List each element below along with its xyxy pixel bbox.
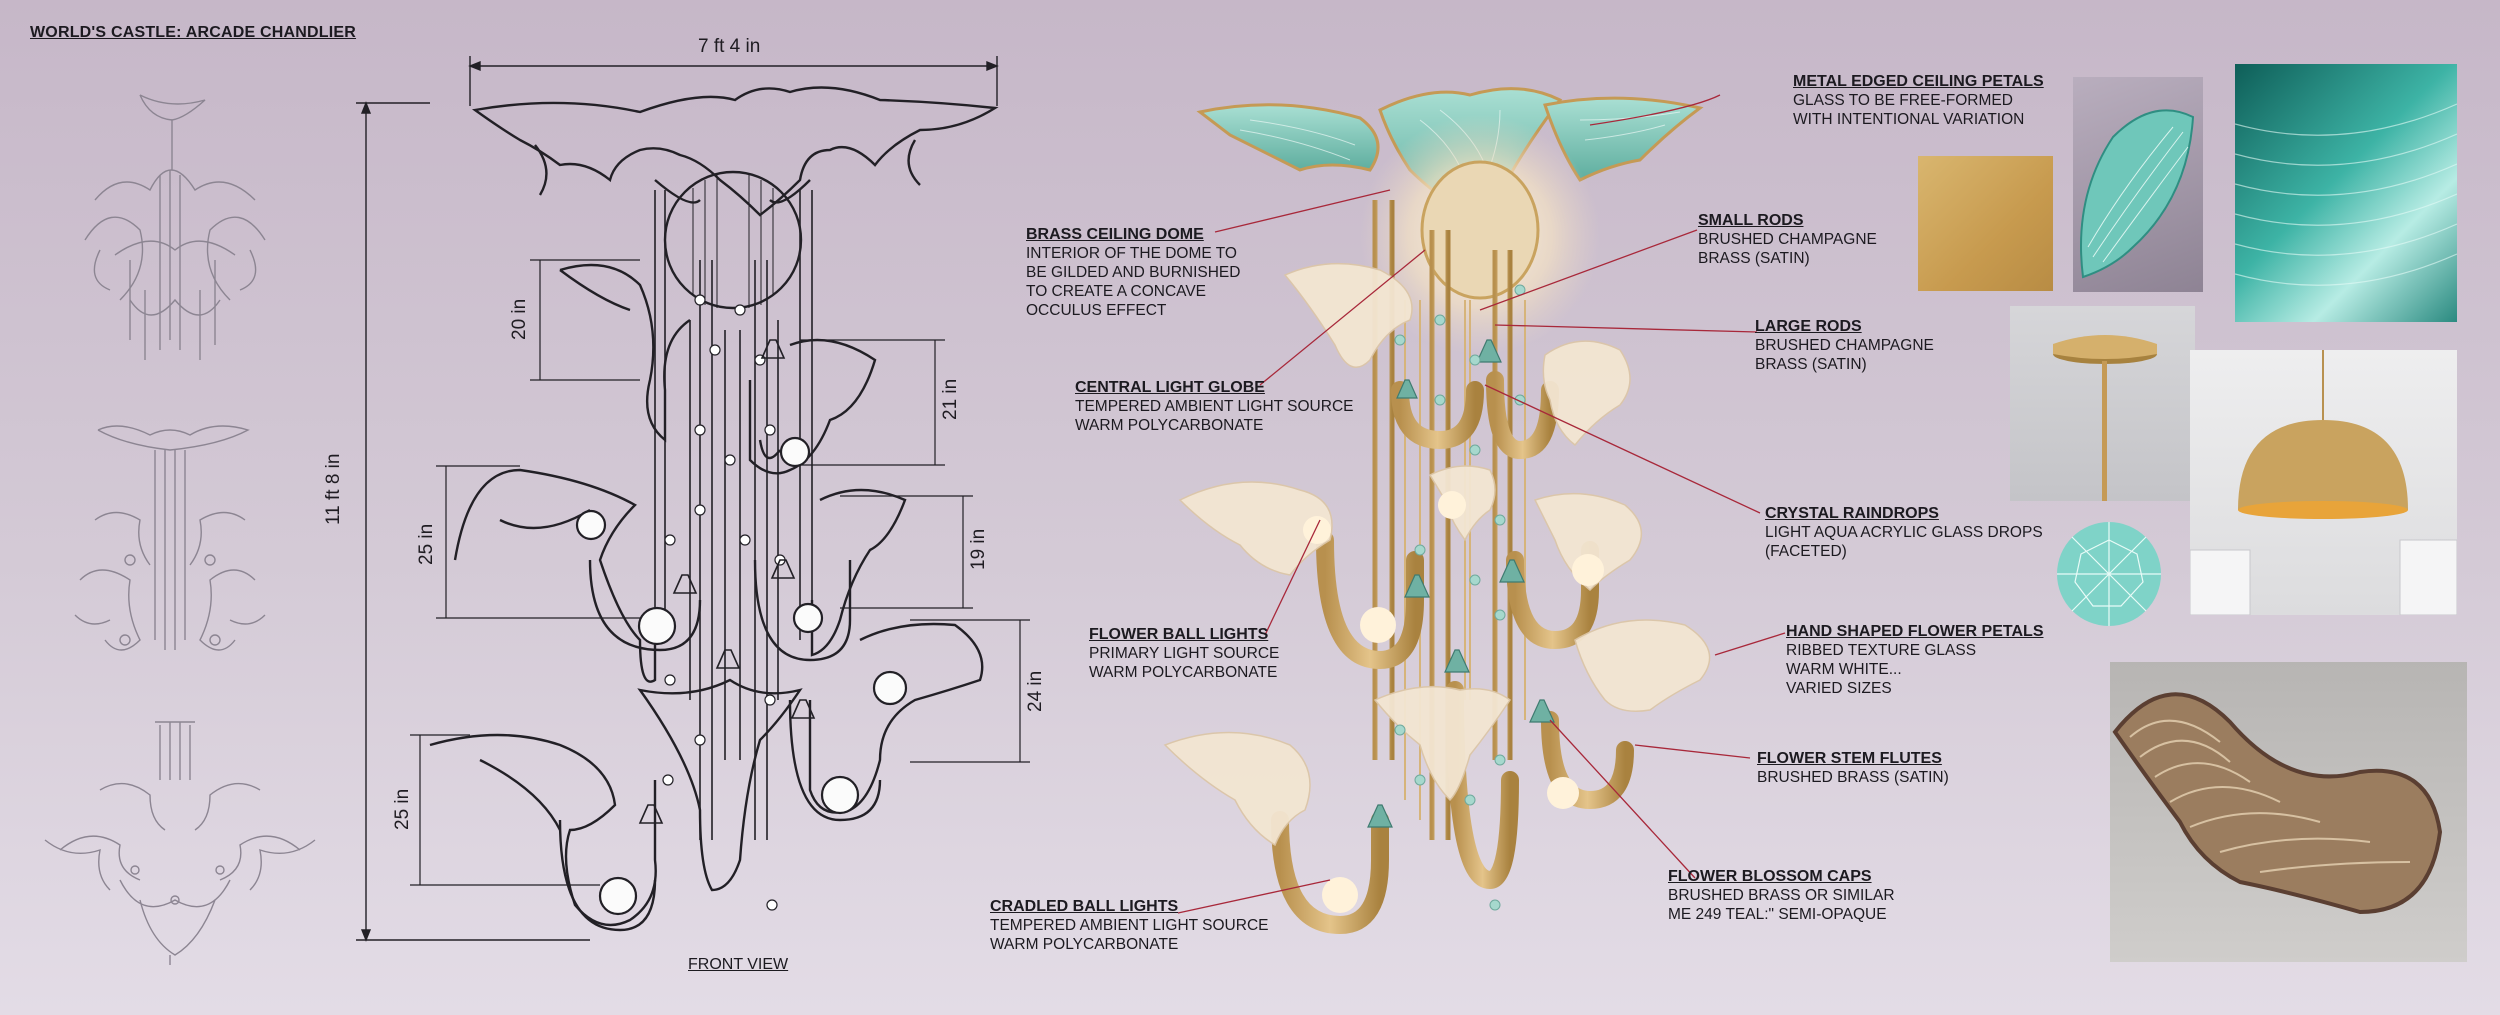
callout-body: TEMPERED AMBIENT LIGHT SOURCE WARM POLYC… [990,917,1269,953]
brass-ceiling-canopy-photo [2010,306,2195,501]
callout-title: BRASS CEILING DOME [1026,226,1204,243]
callout-body: BRUSHED CHAMPAGNE BRASS (SATIN) [1698,231,1877,267]
width-dimension-label: 7 ft 4 in [698,36,761,57]
brass-dome-pendant-photo [2190,350,2457,615]
callout-title: FLOWER STEM FLUTES [1757,750,1942,767]
callout-flower-ball-lights: FLOWER BALL LIGHTS PRIMARY LIGHT SOURCE … [1089,626,1279,682]
callout-title: FLOWER BALL LIGHTS [1089,626,1269,643]
front-view-label: FRONT VIEW [688,956,789,973]
callout-title: SMALL RODS [1698,212,1804,229]
callout-brass-ceiling-dome: BRASS CEILING DOME INTERIOR OF THE DOME … [1026,226,1240,320]
callout-body: PRIMARY LIGHT SOURCE WARM POLYCARBONATE [1089,645,1280,681]
callout-body: INTERIOR OF THE DOME TO BE GILDED AND BU… [1026,245,1241,319]
width-dimension-line [468,56,999,106]
callout-title: LARGE RODS [1755,318,1862,335]
callout-title: METAL EDGED CEILING PETALS [1793,73,2044,90]
callout-body: BRUSHED CHAMPAGNE BRASS (SATIN) [1755,337,1934,373]
teal-petal-photo [2073,77,2203,292]
callout-hand-shaped-flower-petals: HAND SHAPED FLOWER PETALS RIBBED TEXTURE… [1786,623,2043,698]
callout-central-light-globe: CENTRAL LIGHT GLOBE TEMPERED AMBIENT LIG… [1075,379,1353,435]
teal-glass-closeup-photo [2235,64,2457,322]
callout-body: TEMPERED AMBIENT LIGHT SOURCE WARM POLYC… [1075,398,1354,434]
crystal-raindrop-photo [2055,520,2163,628]
callout-title: HAND SHAPED FLOWER PETALS [1786,623,2044,640]
callout-large-rods: LARGE RODS BRUSHED CHAMPAGNE BRASS (SATI… [1755,318,1934,374]
brushed-brass-swatch [1918,156,2053,291]
thumbnail-sketch-3 [44,721,316,965]
callout-crystal-raindrops: CRYSTAL RAINDROPS LIGHT AQUA ACRYLIC GLA… [1765,505,2043,561]
callout-title: CRYSTAL RAINDROPS [1765,505,1939,522]
height-dimension-line [356,101,590,942]
page-title: WORLD'S CASTLE: ARCADE CHANDLIER [30,24,357,41]
callout-title: FLOWER BLOSSOM CAPS [1668,868,1872,885]
thumbnail-sketch-2 [74,425,266,651]
thumbnail-sketch-1 [84,94,266,360]
callout-flower-blossom-caps: FLOWER BLOSSOM CAPS BRUSHED BRASS OR SIM… [1668,868,1895,924]
callout-metal-edged-ceiling-petals: METAL EDGED CEILING PETALS GLASS TO BE F… [1793,73,2044,129]
callout-cradled-ball-lights: CRADLED BALL LIGHTS TEMPERED AMBIENT LIG… [990,898,1268,954]
callout-body: RIBBED TEXTURE GLASS WARM WHITE... VARIE… [1786,642,1977,697]
ribbed-glass-petal-photo [2110,662,2467,962]
callout-body: LIGHT AQUA ACRYLIC GLASS DROPS (FACETED) [1765,524,2043,560]
callout-body: BRUSHED BRASS (SATIN) [1757,769,1949,786]
callout-title: CRADLED BALL LIGHTS [990,898,1179,915]
callout-flower-stem-flutes: FLOWER STEM FLUTES BRUSHED BRASS (SATIN) [1757,750,1949,787]
callout-body: BRUSHED BRASS OR SIMILAR ME 249 TEAL:" S… [1668,887,1895,923]
callout-body: GLASS TO BE FREE-FORMED WITH INTENTIONAL… [1793,92,2025,128]
callout-small-rods: SMALL RODS BRUSHED CHAMPAGNE BRASS (SATI… [1698,212,1877,268]
callout-title: CENTRAL LIGHT GLOBE [1075,379,1265,396]
